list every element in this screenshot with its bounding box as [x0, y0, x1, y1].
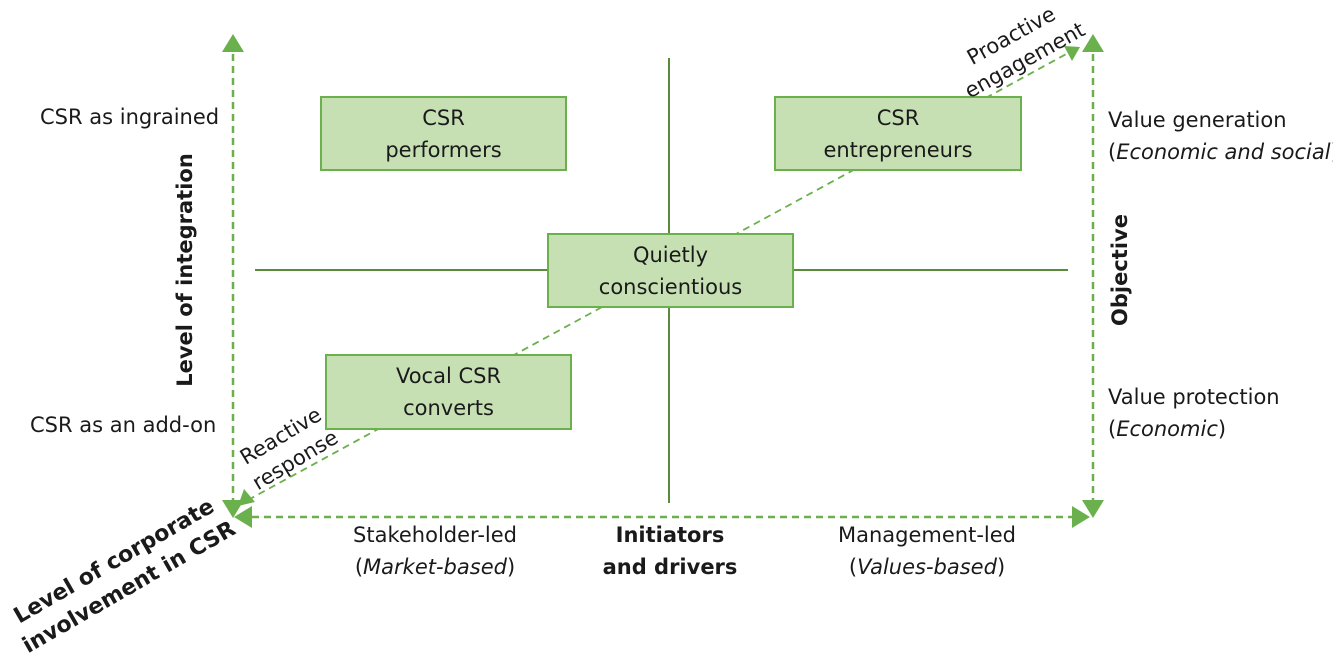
box-csr-entrepreneurs-line1: CSR [876, 105, 920, 130]
value-protection-sub-text: Economic [1116, 417, 1218, 441]
value-generation-label: Value generation [1108, 108, 1287, 132]
bottom-axis-left-arrowhead [234, 506, 252, 528]
box-csr-entrepreneurs: CSR entrepreneurs [774, 96, 1022, 171]
value-generation-sub: (Economic and social) [1108, 140, 1333, 164]
csr-ingrained-label: CSR as ingrained [40, 105, 220, 129]
initiators-title-line1: Initiators [615, 523, 725, 547]
box-vocal-csr-converts-line1: Vocal CSR [395, 364, 502, 388]
bottom-axis-right-arrowhead [1072, 506, 1090, 528]
initiators-title-line2: and drivers [602, 555, 738, 579]
management-led-sub: (Values-based) [848, 555, 1006, 579]
box-csr-performers-line2: performers [385, 137, 502, 162]
box-csr-performers: CSR performers [320, 96, 567, 171]
diagonal-top-arrowhead [1064, 46, 1080, 61]
left-axis-top-arrowhead [222, 34, 244, 52]
left-axis-bottom-arrowhead [222, 500, 244, 518]
right-axis-top-arrowhead [1082, 34, 1104, 52]
csr-add-on-label: CSR as an add-on [30, 413, 217, 437]
value-protection-sub: (Economic) [1108, 417, 1227, 441]
management-led-label: Management-led [838, 523, 1016, 547]
box-quietly-conscientious-line2: conscientious [598, 274, 743, 299]
box-csr-entrepreneurs-line2: entrepreneurs [823, 137, 973, 162]
management-led-sub-text: Values-based [857, 555, 997, 579]
value-protection-label: Value protection [1108, 385, 1280, 409]
box-vocal-csr-converts-line2: converts [403, 396, 494, 420]
box-csr-performers-line1: CSR [422, 105, 465, 130]
right-axis-title: Objective [1108, 214, 1132, 326]
diagonal-bottom-arrowhead [238, 489, 255, 506]
stakeholder-led-sub-text: Market-based [363, 555, 507, 579]
box-quietly-conscientious-line1: Quietly [632, 242, 709, 267]
left-axis-title: Level of integration [173, 153, 197, 387]
right-axis-bottom-arrowhead [1082, 500, 1104, 518]
box-vocal-csr-converts: Vocal CSR converts [325, 354, 572, 430]
stakeholder-led-sub: (Market-based) [354, 555, 516, 579]
value-generation-sub-text: Economic and social [1116, 140, 1331, 164]
stakeholder-led-label: Stakeholder-led [353, 523, 517, 547]
box-quietly-conscientious: Quietly conscientious [547, 233, 794, 308]
